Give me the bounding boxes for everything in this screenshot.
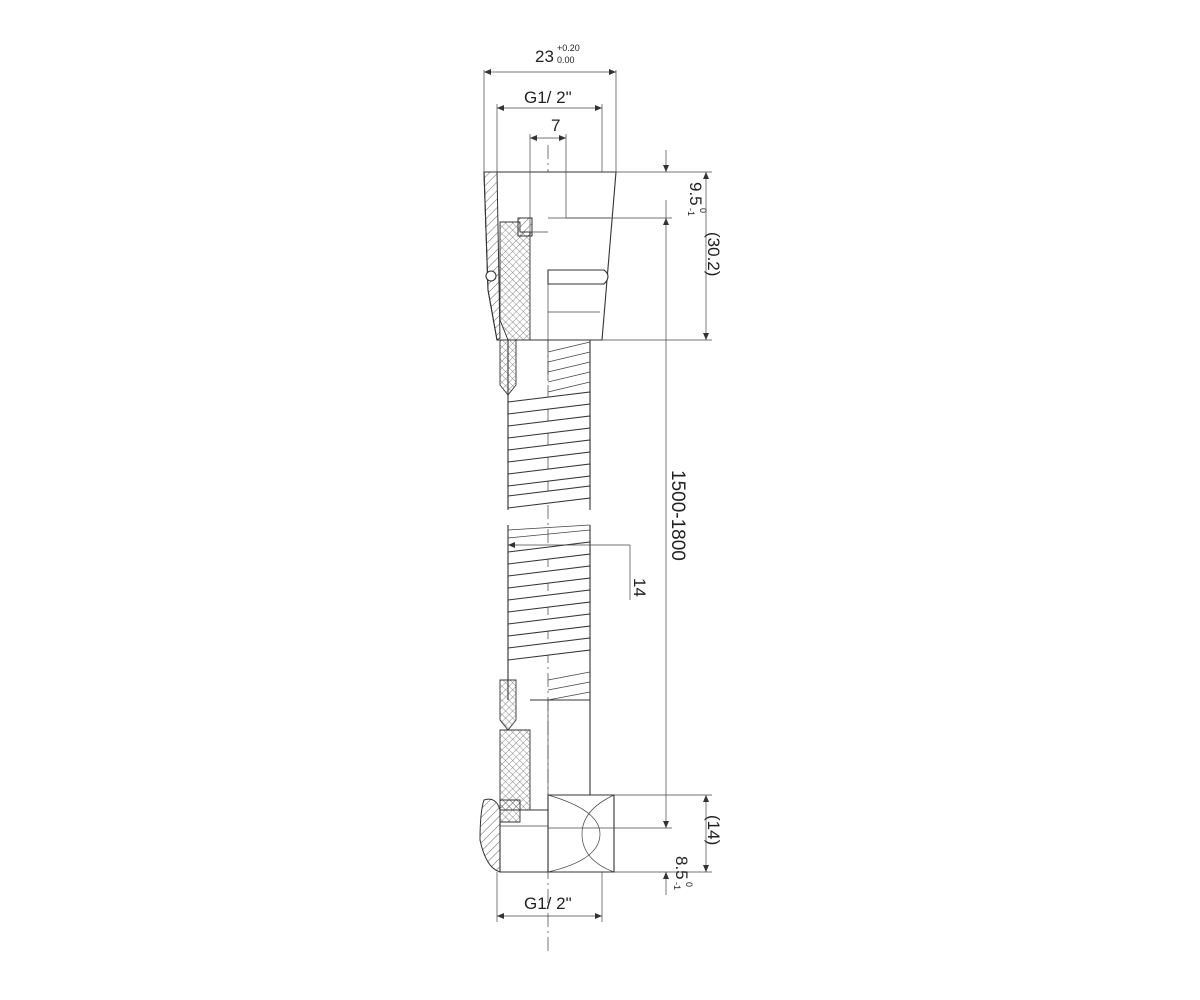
bottom-nut: [479, 679, 615, 873]
dim-hose-length-value: 1500-1800: [667, 470, 688, 561]
dim-top-nut-height: 9.5 0 -1: [616, 150, 708, 218]
dim-top-fitting-length-value: (30.2): [704, 232, 723, 276]
dim-outer-width-value: 23: [535, 47, 554, 66]
dim-top-nut-height-tol-upper: 0: [698, 208, 708, 213]
dim-bore-offset: 7: [529, 116, 567, 218]
dim-bottom-fitting-length-value: (14): [704, 815, 723, 845]
top-nut: [483, 171, 617, 341]
dim-outer-width-tol-upper: +0.20: [557, 43, 580, 53]
dim-top-fitting-length: (30.2): [602, 171, 723, 341]
dim-outer-width-tol-lower: 0.00: [557, 55, 575, 65]
dim-thread-top: G1/ 2": [496, 88, 603, 172]
hose-upper: [499, 339, 591, 510]
dim-thread-top-value: G1/ 2": [524, 88, 572, 107]
dim-bottom-nut-height: 8.5 0 -1: [614, 856, 712, 895]
dim-hose-diameter-value: 14: [630, 578, 649, 597]
dim-top-nut-height-tol-lower: -1: [686, 208, 696, 216]
dim-bore-offset-value: 7: [551, 116, 560, 135]
dim-bottom-nut-height-value: 8.5: [672, 856, 691, 880]
dim-hose-diameter: 14: [508, 542, 649, 600]
dim-thread-bottom-value: G1/ 2": [524, 894, 572, 913]
dim-bottom-fitting-length: (14): [548, 794, 723, 872]
dim-bottom-nut-height-tol-lower: -1: [672, 882, 682, 890]
dim-hose-length: 1500-1800: [566, 217, 688, 828]
hose-lower: [507, 524, 591, 701]
dim-thread-bottom: G1/ 2": [496, 872, 603, 922]
dim-top-nut-height-value: 9.5: [686, 182, 705, 206]
dim-bottom-nut-height-tol-upper: 0: [684, 882, 694, 887]
dim-outer-width: 23 +0.20 0.00: [483, 43, 617, 172]
